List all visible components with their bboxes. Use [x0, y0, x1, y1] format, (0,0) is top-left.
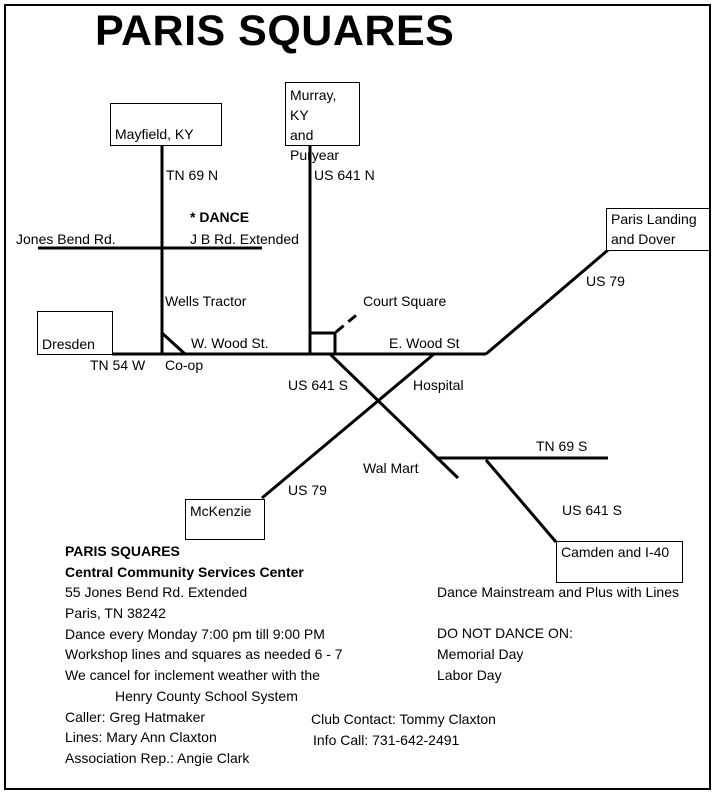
destination-mayfield: Mayfield, KY — [110, 103, 222, 146]
info-no-dance-header: DO NOT DANCE ON: — [437, 625, 573, 642]
info-address-line1: 55 Jones Bend Rd. Extended — [65, 584, 248, 601]
info-weather-line2: Henry County School System — [115, 687, 298, 704]
info-holiday-labor: Labor Day — [437, 666, 502, 683]
label-wells-tractor: Wells Tractor — [165, 293, 247, 309]
destination-paris-landing-line2: and Dover — [611, 231, 676, 247]
destination-camden: Camden and I-40 — [556, 541, 683, 583]
label-us641-south-north: US 641 S — [288, 377, 348, 393]
label-coop: Co-op — [165, 357, 204, 373]
destination-mckenzie: McKenzie — [185, 499, 265, 540]
road-us79-south — [261, 352, 435, 500]
label-wal-mart: Wal Mart — [363, 460, 419, 476]
destination-murray-line1: Murray, KY — [290, 87, 337, 123]
court-square-pointer — [335, 310, 361, 334]
programs-block: Dance Mainstream and Plus with Lines DO … — [437, 582, 679, 685]
label-e-wood: E. Wood St — [389, 335, 460, 351]
label-tn69-north: TN 69 N — [166, 167, 219, 183]
info-association: Association Rep.: Angie Clark — [65, 749, 250, 766]
label-tn69-south: TN 69 S — [536, 438, 588, 454]
info-holiday-memorial: Memorial Day — [437, 646, 524, 663]
club-contact-block: Club Contact: Tommy Claxton Info Call: 7… — [311, 709, 496, 750]
map-frame — [4, 4, 711, 790]
road-us79-east — [485, 248, 609, 356]
label-jb-extended: J B Rd. Extended — [190, 231, 299, 247]
label-w-wood: W. Wood St. — [191, 335, 269, 351]
label-dance-marker: * DANCE — [190, 209, 250, 225]
info-call: Info Call: 731-642-2491 — [313, 731, 460, 748]
destination-murray: Murray, KY and Puryear — [285, 82, 360, 163]
destination-murray-line3: Puryear — [290, 147, 340, 163]
info-name: PARIS SQUARES — [65, 543, 180, 559]
destination-murray-line2: and — [290, 127, 314, 143]
label-court-square: Court Square — [363, 293, 447, 309]
label-us641-north: US 641 N — [314, 167, 375, 183]
info-weather-line1: We cancel for inclement weather with the — [65, 667, 320, 684]
destination-dresden: Dresden — [37, 311, 113, 355]
info-schedule: Dance every Monday 7:00 pm till 9:00 PM — [65, 625, 325, 642]
destination-camden-label: Camden and I-40 — [561, 544, 670, 560]
label-us641-south-south: US 641 S — [562, 502, 622, 518]
label-hospital: Hospital — [413, 377, 464, 393]
page-title: PARIS SQUARES — [95, 7, 455, 55]
destination-paris-landing-line1: Paris Landing — [611, 211, 697, 227]
info-block: PARIS SQUARES Central Community Services… — [65, 541, 343, 769]
court-square-block — [308, 331, 337, 356]
destination-paris-landing: Paris Landing and Dover — [606, 208, 710, 251]
info-workshop: Workshop lines and squares as needed 6 -… — [65, 646, 343, 663]
label-us79-south: US 79 — [288, 482, 327, 498]
destination-dresden-label: Dresden — [42, 336, 95, 352]
label-us79-east: US 79 — [586, 273, 625, 289]
info-programs: Dance Mainstream and Plus with Lines — [437, 584, 680, 600]
destination-mayfield-label: Mayfield, KY — [115, 126, 194, 142]
destination-mckenzie-label: McKenzie — [190, 503, 252, 519]
info-lines: Lines: Mary Ann Claxton — [65, 729, 217, 746]
label-jones-bend: Jones Bend Rd. — [16, 231, 116, 247]
info-caller: Caller: Greg Hatmaker — [65, 708, 206, 725]
info-club-contact: Club Contact: Tommy Claxton — [311, 711, 496, 727]
info-venue: Central Community Services Center — [65, 563, 304, 580]
road-us641-camden — [484, 459, 558, 543]
road-coop-connector — [160, 331, 187, 356]
label-tn54-west: TN 54 W — [90, 357, 146, 373]
info-address-line2: Paris, TN 38242 — [65, 605, 166, 622]
